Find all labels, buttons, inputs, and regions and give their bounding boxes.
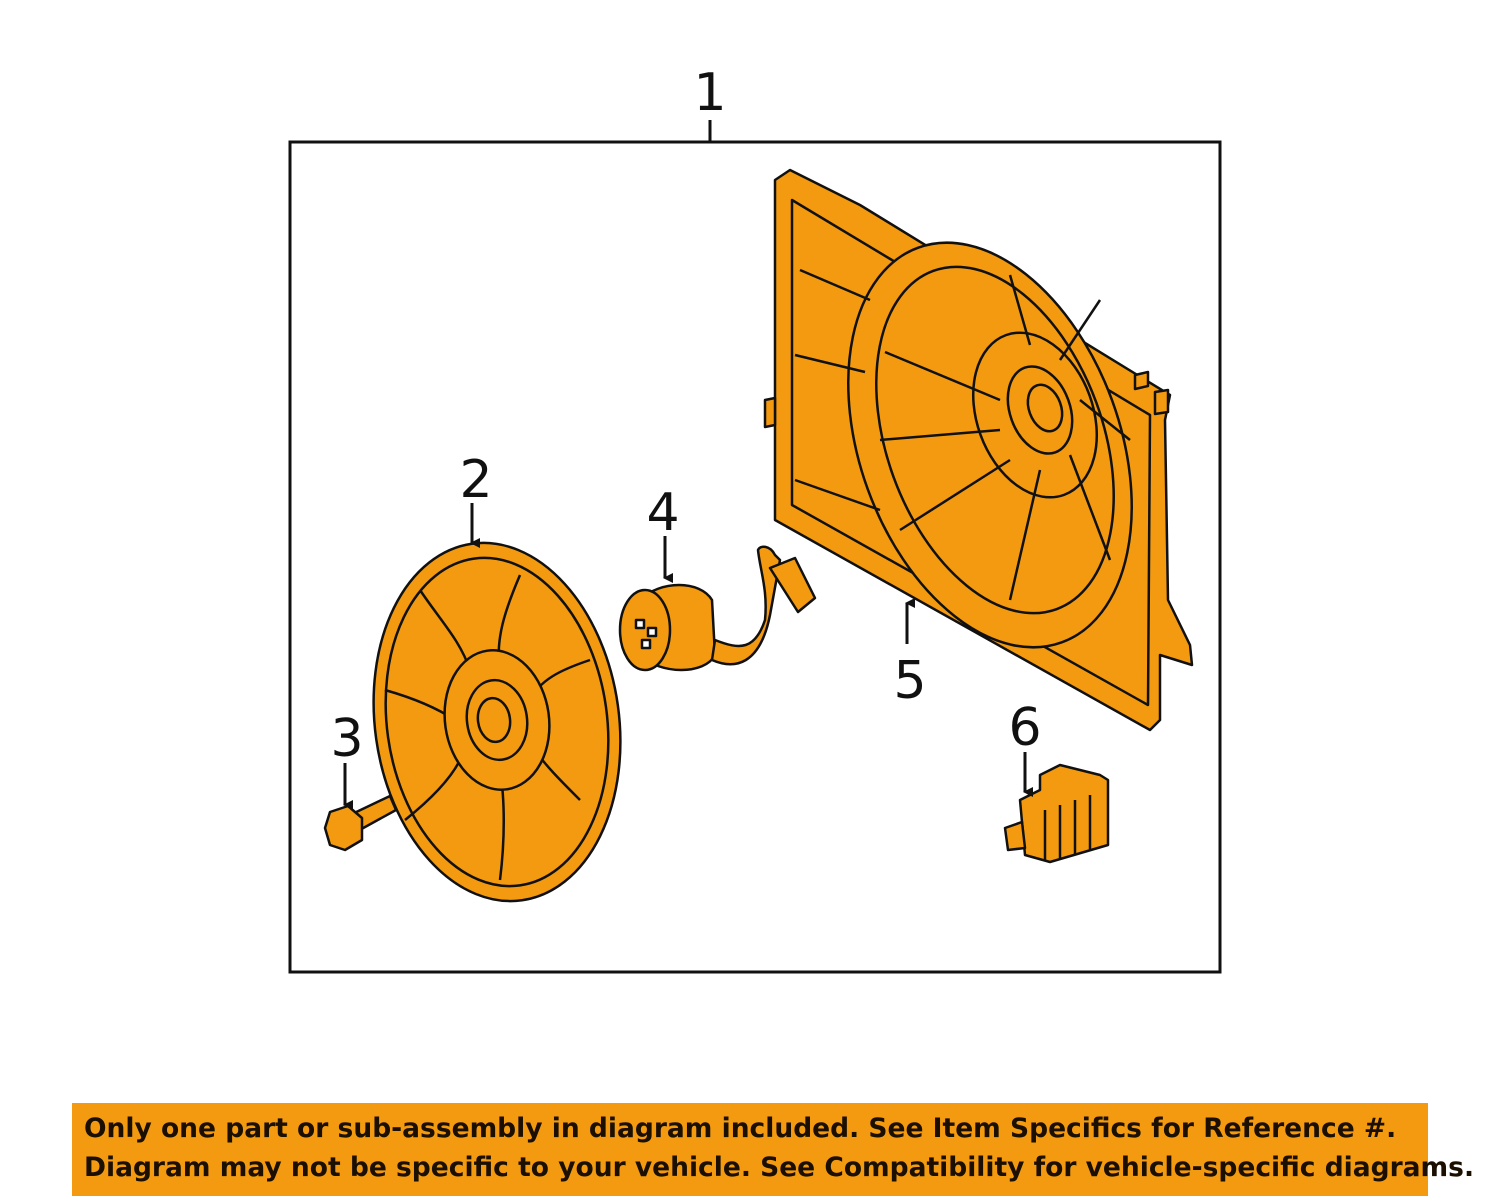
fan-shroud-part xyxy=(763,168,1194,732)
bolt-part xyxy=(323,794,398,852)
disclaimer-banner: Only one part or sub-assembly in diagram… xyxy=(72,1103,1475,1196)
callout-resistor: 6 xyxy=(1008,698,1041,758)
disclaimer-line-1: Only one part or sub-assembly in diagram… xyxy=(84,1113,1397,1144)
disclaimer-line-2: Diagram may not be specific to your vehi… xyxy=(84,1152,1475,1183)
resistor-part xyxy=(1003,763,1110,864)
callout-shroud: 5 xyxy=(893,651,926,711)
callout-fan-blade: 2 xyxy=(459,450,492,510)
fan-motor-part xyxy=(618,545,817,672)
callout-bolt: 3 xyxy=(330,709,363,769)
callout-motor: 4 xyxy=(646,483,679,543)
callout-assembly: 1 xyxy=(693,63,726,123)
